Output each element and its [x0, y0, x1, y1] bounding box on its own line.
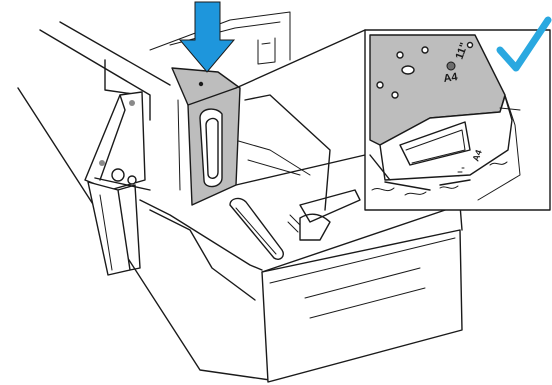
paper-size-a4-label: A4 — [443, 71, 459, 85]
printer-body — [17, 11, 291, 381]
end-guide — [171, 67, 241, 206]
paper-size-11-label: 11" — [454, 41, 471, 61]
left-side-guide — [84, 91, 151, 276]
checkmark-icon — [496, 16, 552, 72]
inset-a4-label: A4 — [470, 148, 483, 162]
inset-detail — [364, 29, 551, 211]
tray-front-panel — [261, 204, 463, 383]
paper-tray — [139, 94, 361, 301]
down-arrow-icon — [178, 1, 236, 73]
callout-lines — [235, 29, 366, 186]
